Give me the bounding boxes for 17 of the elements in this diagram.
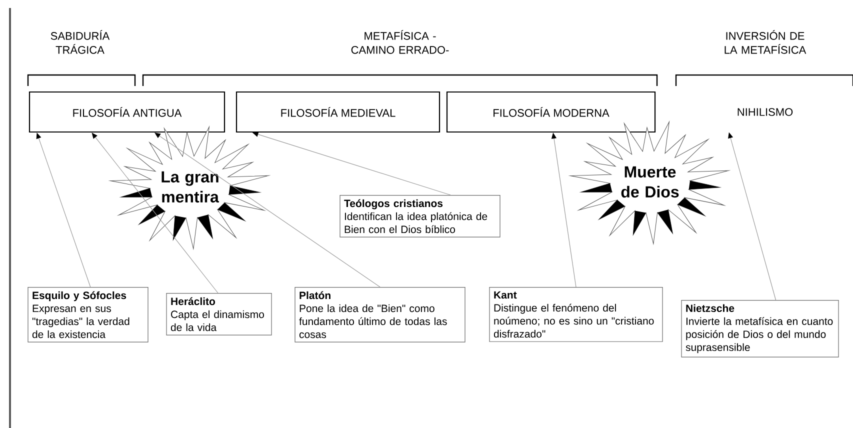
callout-box: Nietzsche Invierte la metafísica en cuanto posición de Dios o del mundo suprasensible [681,300,839,358]
section-label: INVERSIÓN DE LA METAFÍSICA [724,30,806,54]
callout-box: Platón Pone la idea de "Bien" como fundamento último de todas las cosas [294,287,466,342]
section-label: SABIDURÍA TRÁGICA [50,30,110,54]
callout-box: Esquilo y Sófocles Expresan en sus "tragedias" la verdad de la existencia [28,287,148,342]
callout-box: Teólogos cristianos Identifican la idea platónica de Bien con el Dios bíblico [340,195,500,238]
callout-box: Heráclito Capta el dinamismo de la vida [166,293,272,336]
period-box: FILOSOFÍA MODERNA [446,91,656,133]
leader-arrow [92,132,218,294]
starburst: La gran mentira [110,126,269,250]
period-box: FILOSOFÍA MEDIEVAL [236,91,440,133]
starburst: Muerte de Dios [570,122,729,244]
callout-box: Kant Distingue el fenómeno del noúmeno; no es sino un "cristiano disfrazado" [489,287,663,342]
leader-arrow [36,132,91,288]
section-label: METAFÍSICA -CAMINO ERRADO- [351,30,449,54]
period-box: FILOSOFÍA ANTIGUA [28,91,226,133]
period-label: NIHILISMO [738,108,793,116]
